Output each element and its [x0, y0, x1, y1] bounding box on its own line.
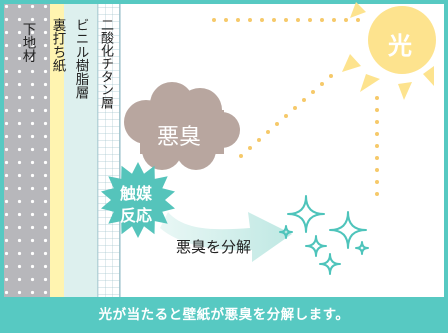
sparkle-3	[305, 235, 327, 257]
layer-label-backing-paper: 裏打ち紙	[49, 18, 66, 72]
sparkle-5	[279, 225, 293, 239]
sparkle-1	[287, 195, 325, 233]
odor-label: 悪臭	[157, 125, 202, 150]
catalyst-label-1: 触媒	[120, 184, 153, 203]
sparkle-4	[319, 253, 341, 275]
layer-label-titanium: 二酸化チタン層	[98, 18, 113, 109]
layer-backing-paper	[50, 4, 64, 297]
catalyst-label-2: 反応	[120, 206, 153, 225]
layer-base-material-dots	[4, 4, 50, 297]
layer-label-vinyl: ビニル樹脂層	[72, 18, 89, 99]
layer-label-base: 下地材	[19, 22, 36, 63]
sparkles	[279, 195, 369, 275]
sun-icon	[342, 2, 436, 100]
decompose-arrow	[160, 212, 292, 262]
footer-band	[0, 297, 448, 333]
sparkle-2	[329, 211, 367, 249]
sun-rays	[212, 18, 379, 196]
odor-cloud	[124, 82, 240, 170]
catalyst-burst	[101, 162, 175, 238]
decompose-label: 悪臭を分解	[176, 238, 252, 256]
layer-titanium-grid	[98, 4, 120, 297]
layer-vinyl	[64, 4, 98, 297]
sun-label: 光	[388, 32, 412, 60]
sparkle-6	[355, 241, 369, 255]
footer-caption: 光が当たると壁紙が悪臭を分解します。	[98, 307, 350, 323]
